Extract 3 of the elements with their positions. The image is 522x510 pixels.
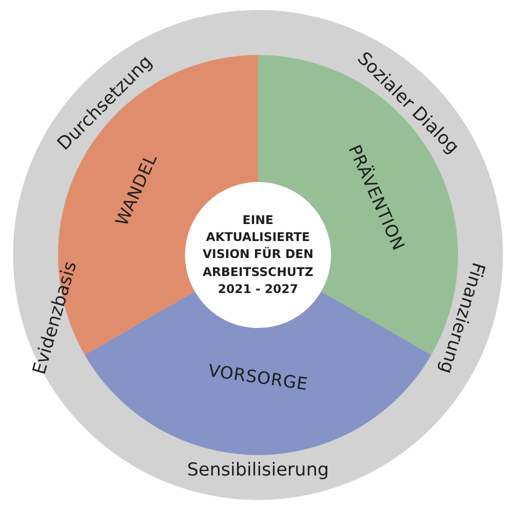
segment-label: VORSORGE	[206, 361, 310, 395]
ring-label: Sensibilisierung	[187, 460, 329, 480]
center-text: EINE AKTUALISIERTE VISION FÜR DEN ARBEITSSCHUTZ 2021 - 2027	[202, 212, 314, 298]
